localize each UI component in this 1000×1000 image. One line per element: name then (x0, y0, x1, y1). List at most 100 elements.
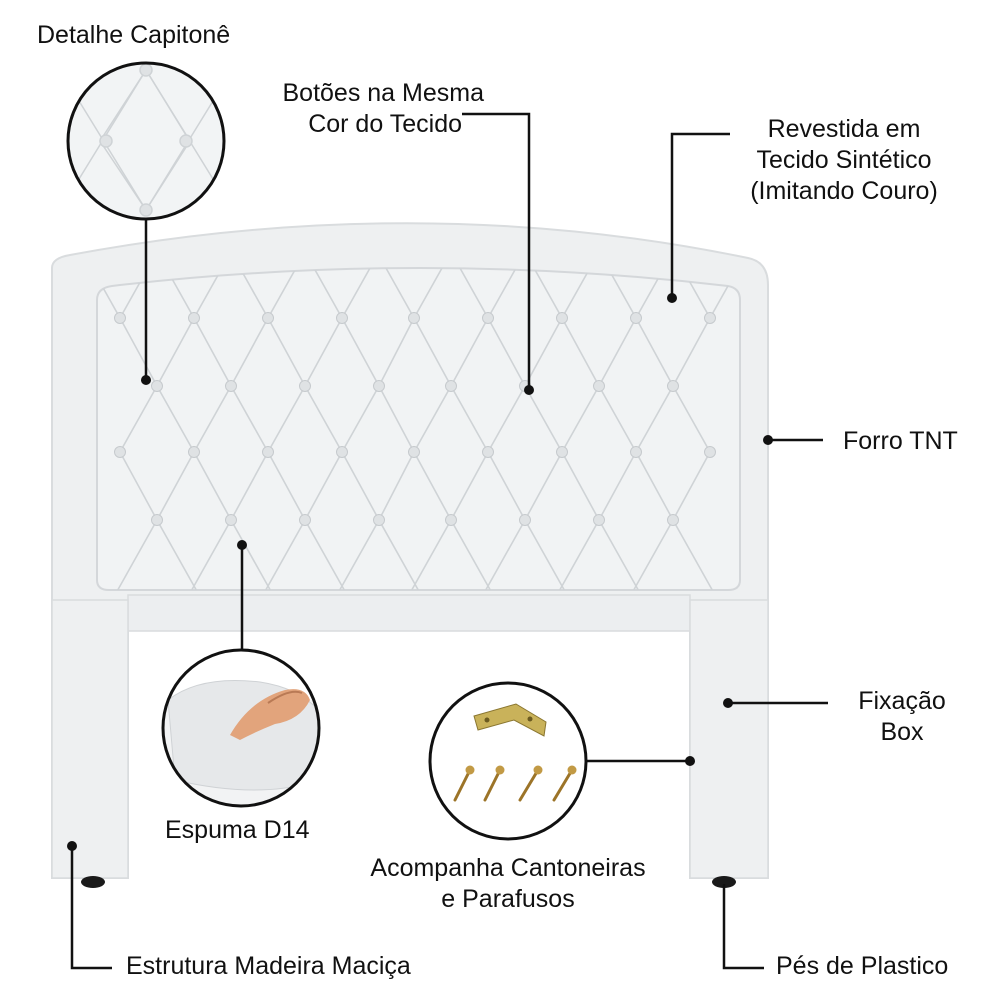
leader-pes (722, 884, 764, 970)
tuft-button (704, 312, 716, 324)
tuft-button (445, 380, 457, 392)
tuft-button (704, 446, 716, 458)
tuft-stitch (635, 317, 674, 387)
tuft-stitch (450, 519, 491, 590)
tuft-stitch (304, 519, 345, 590)
headboard (51, 222, 769, 888)
label-acompanha: Acompanha Cantoneiras e Parafusos (340, 853, 676, 915)
tuft-stitch (672, 317, 711, 387)
tuft-stitch (193, 451, 232, 521)
tuft-button (336, 446, 348, 458)
tuft-button (262, 446, 274, 458)
tuft-stitch (672, 519, 713, 590)
tuft-stitch (633, 519, 674, 590)
tuft-button (519, 514, 531, 526)
tuft-stitch (267, 451, 306, 521)
tuft-stitch (378, 317, 415, 387)
tuft-stitch (378, 519, 419, 590)
label-espuma: Espuma D14 (165, 816, 310, 844)
tuft-stitch (193, 317, 232, 387)
tuft-stitch (378, 451, 415, 521)
tuft-button (630, 312, 642, 324)
tuft-stitch (561, 385, 600, 453)
tuft-button (188, 446, 200, 458)
tuft-stitch (450, 451, 489, 521)
tuft-stitch (378, 385, 415, 453)
tuft-button (593, 514, 605, 526)
tuft-button (445, 514, 457, 526)
tuft-button (408, 312, 420, 324)
label-fixacao-line2: Box (880, 718, 924, 746)
tuft-button (408, 446, 420, 458)
tuft-stitch (230, 385, 269, 453)
capitone-detail-inset (66, 61, 226, 221)
label-botoes-line2: Cor do Tecido (308, 110, 462, 138)
tuft-stitch (230, 451, 269, 521)
tuft-stitch (524, 385, 563, 453)
label-revestida-line3: (Imitando Couro) (750, 177, 938, 205)
headboard-right-leg (689, 599, 769, 879)
tuft-button (225, 380, 237, 392)
label-fixacao-line1: Fixação (858, 687, 946, 715)
tuft-stitch (411, 519, 452, 590)
tuft-stitch (413, 317, 452, 387)
tuft-stitch (230, 519, 271, 590)
tuft-stitch (487, 317, 526, 387)
tuft-stitch (156, 451, 195, 521)
tuft-stitch (119, 451, 158, 521)
tuft-button (593, 380, 605, 392)
leader-revestida (670, 132, 730, 298)
leader-botoes (462, 112, 531, 390)
label-revestida-line2: Tecido Sintético (756, 146, 932, 174)
label-forro-tnt: Forro TNT (843, 427, 958, 455)
tuft-button (299, 514, 311, 526)
tuft-stitch (267, 317, 306, 387)
tuft-stitch (524, 451, 563, 521)
tuft-stitch (156, 317, 195, 387)
tuft-stitch (193, 385, 232, 453)
tuft-stitch (304, 385, 343, 453)
tuft-stitch (598, 519, 639, 590)
tuft-stitch (635, 451, 674, 521)
tuft-button (114, 312, 126, 324)
tuft-stitch (97, 268, 121, 319)
tuft-button (188, 312, 200, 324)
tuft-stitch (561, 451, 600, 521)
tuft-button (482, 446, 494, 458)
tuft-stitch (119, 317, 158, 387)
tuft-stitch (117, 519, 158, 590)
tuft-stitch (304, 451, 343, 521)
tuft-stitch (341, 268, 376, 319)
tuft-button (336, 312, 348, 324)
tuft-stitch (413, 268, 448, 319)
tuft-stitch (672, 385, 711, 453)
tuft-button (151, 514, 163, 526)
tuft-button (556, 446, 568, 458)
tuft-stitch (413, 385, 452, 453)
tuft-button (262, 312, 274, 324)
label-pes: Pés de Plastico (776, 952, 949, 980)
label-revestida: Revestida em Tecido Sintético (Imitando … (726, 114, 962, 207)
label-acompanha-line2: e Parafusos (441, 885, 575, 913)
tuft-button (667, 514, 679, 526)
tuft-button (114, 446, 126, 458)
left-plastic-foot (81, 876, 105, 888)
right-plastic-foot (712, 876, 736, 888)
tuft-button (373, 514, 385, 526)
headboard-left-leg (51, 599, 129, 879)
tuft-button (151, 380, 163, 392)
hardware-inset (428, 681, 588, 841)
tuft-stitch (304, 317, 343, 387)
tuft-button (299, 380, 311, 392)
screws (453, 765, 577, 802)
tuft-stitch (119, 385, 158, 453)
corner-bracket (473, 703, 547, 737)
tuft-stitch (267, 385, 306, 453)
label-botoes-line1: Botões na Mesma (282, 79, 485, 107)
label-botoes: Botões na Mesma Cor do Tecido (232, 78, 485, 140)
label-acompanha-line1: Acompanha Cantoneiras (370, 854, 646, 882)
tuft-stitch (524, 519, 565, 590)
tuft-stitch (156, 385, 195, 453)
tuft-stitch (265, 519, 306, 590)
